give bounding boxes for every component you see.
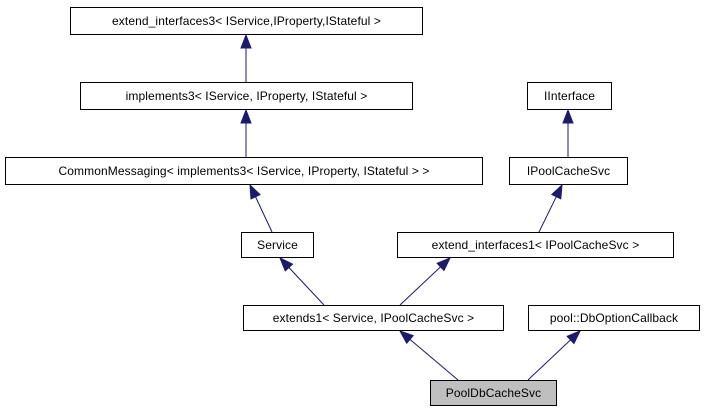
inheritance-edge-pooldbcachesvc-to-pool_dboptioncallback [527,330,582,381]
edge-line [527,339,571,381]
class-node-label: IInterface [543,89,596,103]
edge-arrowhead [550,183,563,200]
inheritance-edge-common_messaging-to-implements3 [240,108,252,157]
edge-arrowhead [398,330,415,345]
edge-line [538,196,557,233]
inheritance-edge-implements3-to-extend_interfaces3 [240,33,252,82]
class-node-ipoolcachesvc[interactable]: IPoolCacheSvc [509,157,628,185]
class-node-extend_interfaces1[interactable]: extend_interfaces1< IPoolCacheSvc > [397,232,674,258]
edge-arrowhead [240,108,252,124]
edge-arrowhead [249,183,261,200]
class-node-implements3[interactable]: implements3< IService, IProperty, IState… [80,82,413,110]
inheritance-edge-extends1-to-extend_interfaces1 [399,257,452,306]
class-node-pool_dboptioncallback[interactable]: pool::DbOptionCallback [528,305,700,331]
class-node-extends1[interactable]: extends1< Service, IPoolCacheSvc > [243,305,504,331]
class-node-service[interactable]: Service [241,232,314,258]
class-node-label: PoolDbCacheSvc [445,386,542,400]
edge-line [399,266,441,306]
inheritance-edge-service-to-common_messaging [249,183,273,233]
class-node-label: extend_interfaces3< IService,IProperty,I… [112,14,381,28]
edge-line [409,339,459,381]
class-node-iinterface[interactable]: IInterface [527,82,612,110]
inheritance-edge-extend_interfaces1-to-ipoolcachesvc [538,183,563,233]
inheritance-edge-extends1-to-service [279,256,325,306]
edge-arrowhead [279,256,294,272]
class-node-label: extends1< Service, IPoolCacheSvc > [272,311,475,325]
class-node-pooldbcachesvc[interactable]: PoolDbCacheSvc [430,380,557,406]
class-node-common_messaging[interactable]: CommonMessaging< implements3< IService, … [5,157,483,185]
class-node-label: extend_interfaces1< IPoolCacheSvc > [431,238,640,252]
edge-arrowhead [240,33,252,49]
class-node-label: pool::DbOptionCallback [549,311,679,325]
class-node-extend_interfaces3[interactable]: extend_interfaces3< IService,IProperty,I… [70,7,423,35]
edge-line [288,267,325,306]
edge-line [255,196,273,233]
edge-arrowhead [562,108,574,124]
inheritance-edge-ipoolcachesvc-to-iinterface [562,108,574,157]
class-node-label: implements3< IService, IProperty, IState… [125,89,368,103]
class-node-label: CommonMessaging< implements3< IService, … [58,164,430,178]
inheritance-edge-pooldbcachesvc-to-extends1 [398,330,459,381]
edge-arrowhead [436,257,452,272]
edge-arrowhead [566,330,582,345]
class-node-label: Service [257,238,298,252]
class-node-label: IPoolCacheSvc [526,164,611,178]
